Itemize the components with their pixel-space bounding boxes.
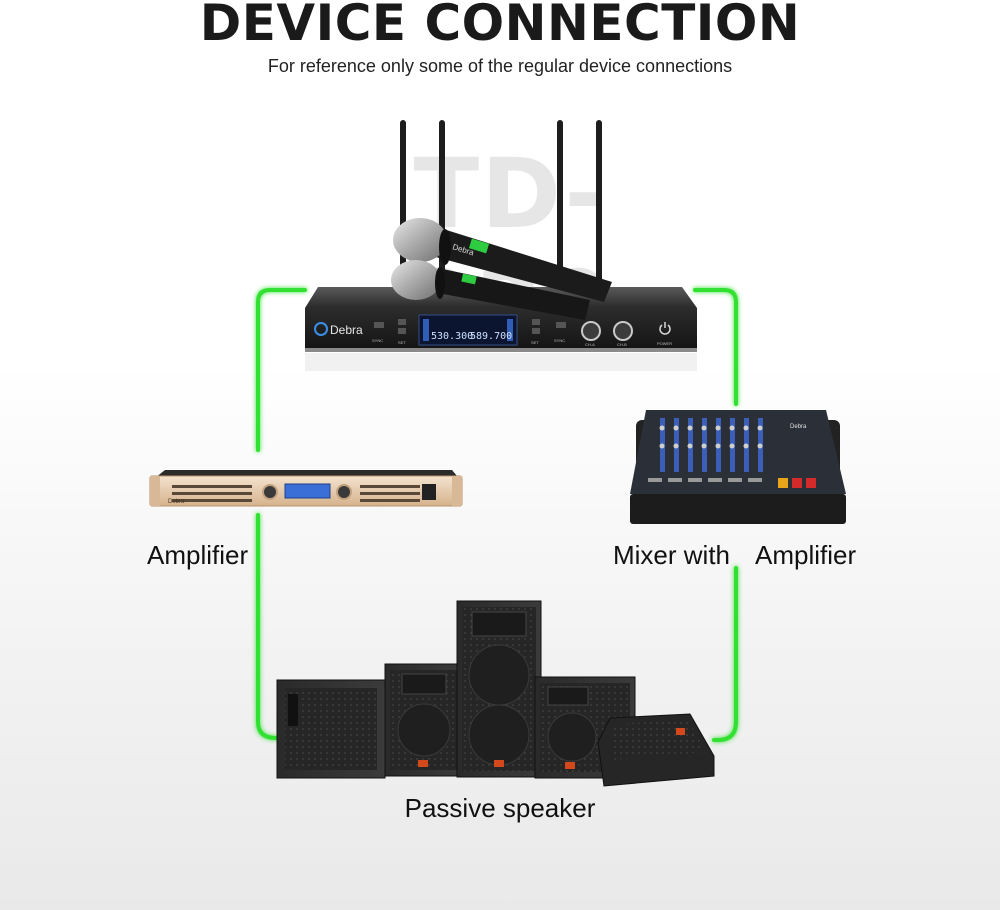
antenna [439,120,445,292]
wire-receiver-to-amplifier [256,288,307,452]
antenna [596,120,602,292]
set-left-label: SET [398,340,406,345]
channel-a-knob [581,321,601,341]
power-label: POWER [657,341,672,346]
passive-speakers [276,600,715,787]
mixer-label: Mixer with Amplifier [613,540,856,571]
mixer-label-part1: Mixer with [613,540,731,570]
wireless-receiver: Debra SYNC SET 530.300 589.700 SET SYNC … [305,120,697,371]
ch-b-label: CH-B [617,342,627,347]
mixer-brand: Debra [790,424,807,430]
wire-receiver-to-mixer [693,288,738,406]
amp-power-switch [422,484,436,500]
amp-display [284,483,331,499]
amplifier-label: Amplifier [147,540,249,570]
antenna [557,120,563,292]
connection-lines [256,288,738,742]
sync-right-label: SYNC [554,338,565,343]
speaker-cabinet [276,679,386,779]
amp-knob-left [262,484,278,500]
speaker-label: Passive speaker [404,793,596,823]
mixer-amplifier: Debra [630,410,846,524]
channel-a-frequency: 530.300 [431,331,473,342]
power-amplifier: Debra [149,470,463,507]
mixer-label-part2: Amplifier [755,540,857,570]
channel-b-knob [613,321,633,341]
sync-left-label: SYNC [372,338,383,343]
microphone-upper: Debra [393,218,612,302]
handheld-microphones: Debra [391,218,612,320]
brand-logo-icon [314,322,328,336]
channel-b-frequency: 589.700 [470,331,512,342]
amplifier-brand: Debra [168,499,185,505]
stage-monitor-speaker [597,713,715,787]
power-icon [659,322,671,335]
receiver-brand: Debra [330,323,363,337]
receiver-lcd [418,314,518,346]
wire-mixer-to-speakers [712,566,738,742]
ch-a-label: CH-A [585,342,595,347]
speaker-cabinet [384,663,464,777]
speaker-cabinet [456,600,542,778]
set-right-label: SET [531,340,539,345]
page-title: DEVICE CONNECTION [199,0,801,52]
microphone-lower [391,260,590,320]
amp-knob-right [336,484,352,500]
wire-amplifier-to-speakers [256,513,284,740]
page-subtitle: For reference only some of the regular d… [267,56,733,76]
